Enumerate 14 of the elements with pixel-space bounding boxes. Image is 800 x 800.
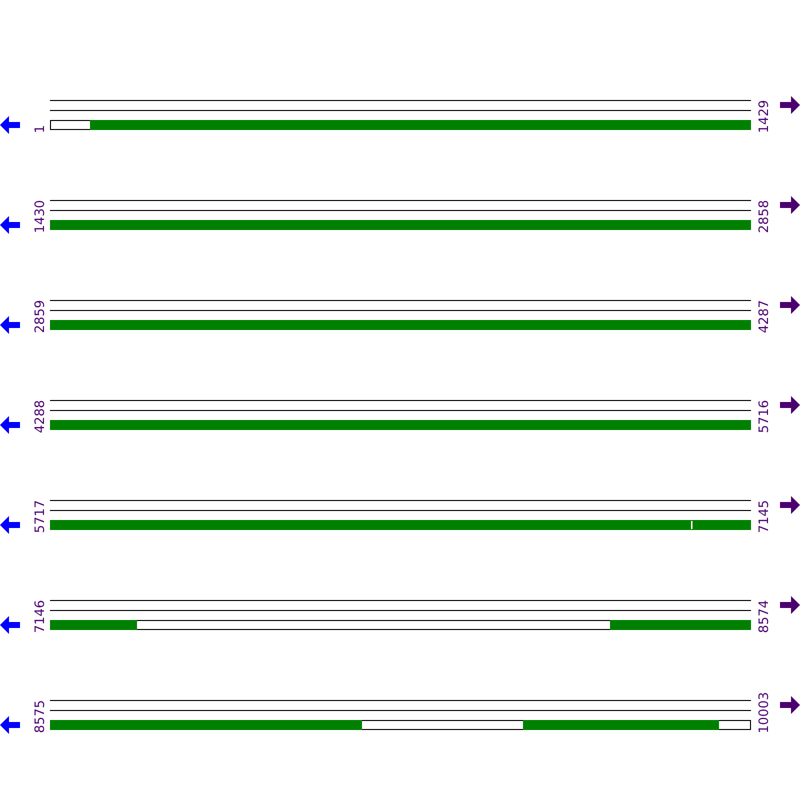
position-number: 5717 xyxy=(34,500,48,534)
position-number: 4288 xyxy=(34,400,48,434)
position-number: 10003 xyxy=(758,692,772,734)
position-number: 8575 xyxy=(34,700,48,734)
position-number: 1429 xyxy=(758,100,772,134)
position-number: 7146 xyxy=(34,600,48,634)
position-number: 8574 xyxy=(758,600,772,634)
position-number: 2859 xyxy=(34,300,48,334)
position-number: 7145 xyxy=(758,500,772,534)
position-number: 1 xyxy=(34,125,48,134)
position-number: 5716 xyxy=(758,400,772,434)
position-number: 1430 xyxy=(34,200,48,234)
position-number: 4287 xyxy=(758,300,772,334)
position-number: 2858 xyxy=(758,200,772,234)
